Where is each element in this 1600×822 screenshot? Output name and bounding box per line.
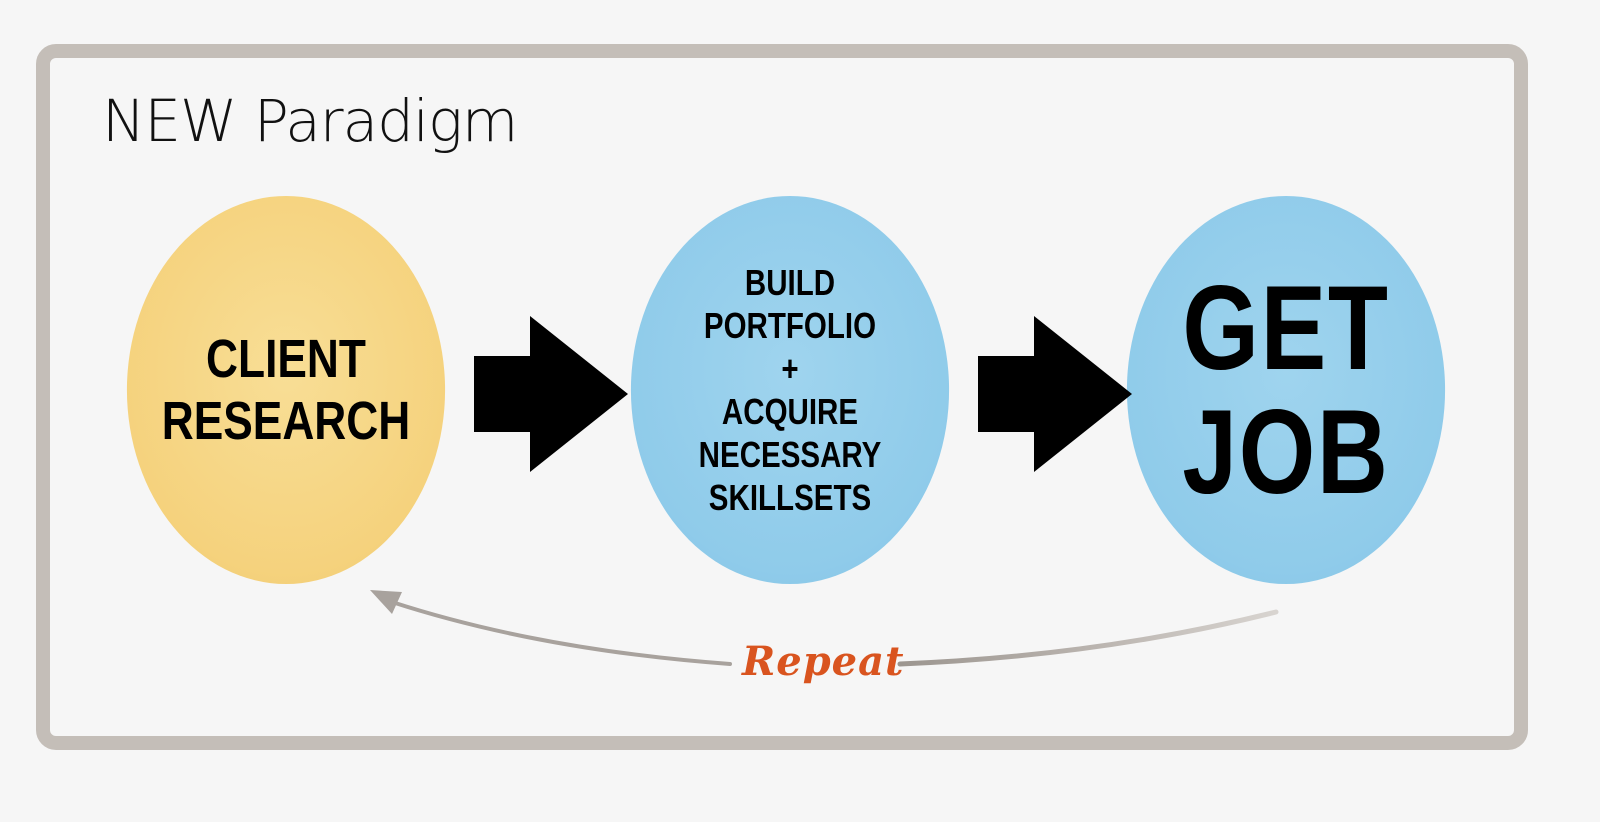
loop-arrowhead: [370, 590, 402, 614]
step-get-job: GET JOB: [1126, 196, 1446, 584]
diagram-title: NEW Paradigm: [102, 87, 518, 155]
loop-arrow-left-segment: [390, 600, 732, 666]
arrow-right-1: [474, 316, 628, 472]
step-1-line-1: CLIENT: [206, 329, 366, 389]
step-2-line-1: BUILD: [744, 262, 836, 303]
step-2-line-2: PORTFOLIO: [703, 305, 877, 346]
loop-arrow-right-segment: [897, 609, 1279, 667]
step-build-portfolio: BUILD PORTFOLIO + ACQUIRE NECESSARY SKIL…: [630, 196, 950, 584]
step-2-line-5: SKILLSETS: [708, 477, 872, 518]
arrow-right-2: [978, 316, 1132, 472]
step-2-line-3: +: [781, 348, 799, 389]
step-3-line-1: GET: [1182, 261, 1390, 395]
loop-label: Repeat: [742, 638, 905, 685]
step-client-research: CLIENT RESEARCH: [126, 196, 446, 584]
step-2-line-4: ACQUIRE NECESSARY: [698, 391, 882, 475]
step-1-line-2: RESEARCH: [161, 391, 411, 451]
step-3-line-2: JOB: [1182, 385, 1390, 519]
